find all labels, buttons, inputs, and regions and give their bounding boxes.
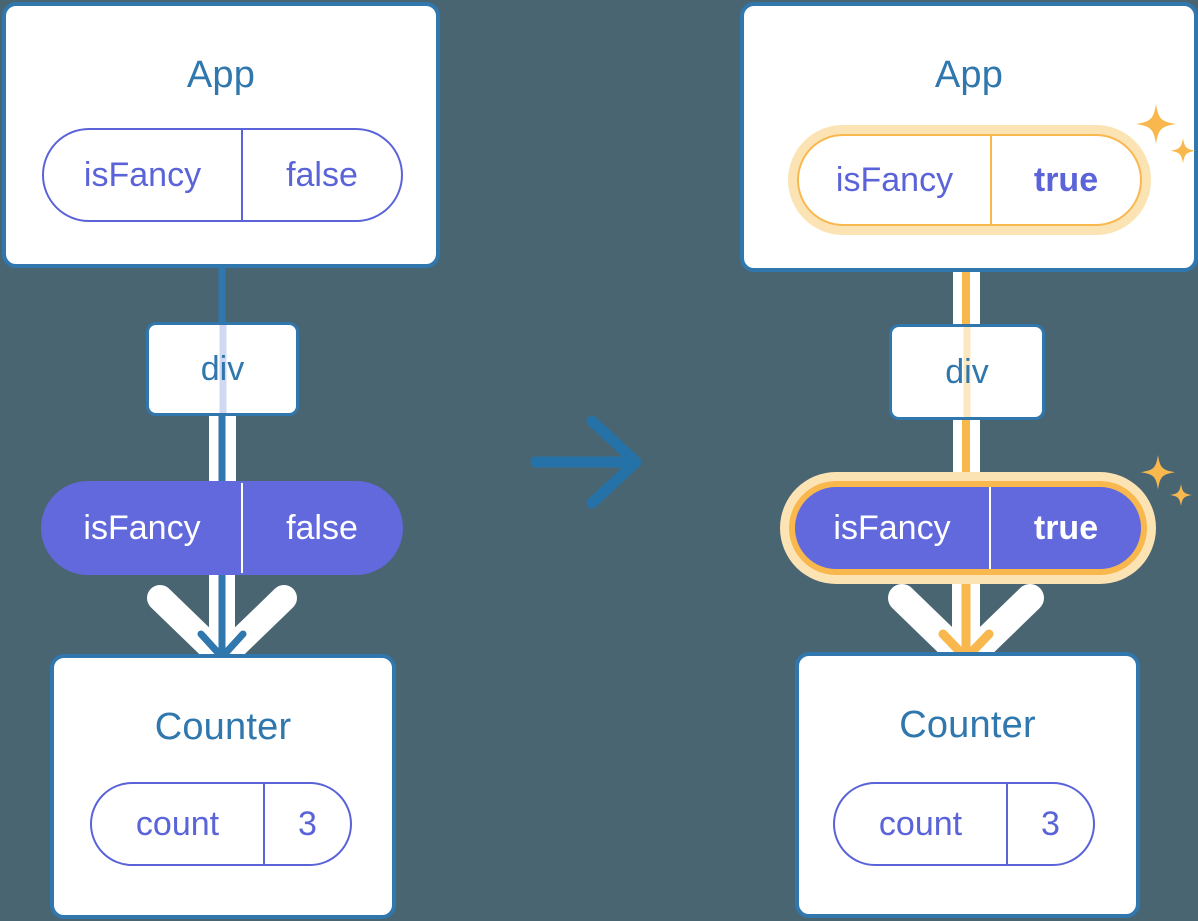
counter-card-title: Counter (899, 704, 1036, 746)
app-card-title: App (934, 54, 1004, 96)
app-state-pill-after[interactable]: isFancy true (797, 134, 1142, 226)
div-node-label: div (200, 349, 245, 388)
prop-pill-after[interactable]: isFancy true (789, 481, 1147, 575)
pill-name: count (878, 804, 963, 843)
arrow-right-icon (530, 415, 642, 509)
pill-value: 3 (263, 784, 350, 864)
div-node-label: div (945, 352, 989, 391)
pill-value: false (241, 130, 401, 220)
pill-name: count (135, 804, 220, 843)
prop-thread-through-div (219, 325, 226, 413)
pill-value: true (990, 136, 1140, 224)
pill-name: isFancy (833, 508, 951, 547)
pill-name: isFancy (83, 155, 202, 194)
counter-state-pill-before[interactable]: count 3 (90, 782, 352, 866)
div-node-before: div (146, 322, 299, 416)
pill-value: 3 (1006, 784, 1093, 864)
div-node-after: div (889, 324, 1045, 420)
prop-pill-before[interactable]: isFancy false (41, 481, 403, 575)
pill-name: isFancy (835, 160, 954, 199)
counter-card-title: Counter (154, 706, 292, 748)
app-card-title: App (186, 54, 256, 96)
prop-thread-through-div (963, 327, 971, 417)
pill-value: false (241, 483, 401, 573)
pill-name: isFancy (83, 508, 201, 547)
app-state-pill-before[interactable]: isFancy false (42, 128, 403, 222)
pill-value: true (989, 487, 1141, 569)
counter-state-pill-after[interactable]: count 3 (833, 782, 1095, 866)
